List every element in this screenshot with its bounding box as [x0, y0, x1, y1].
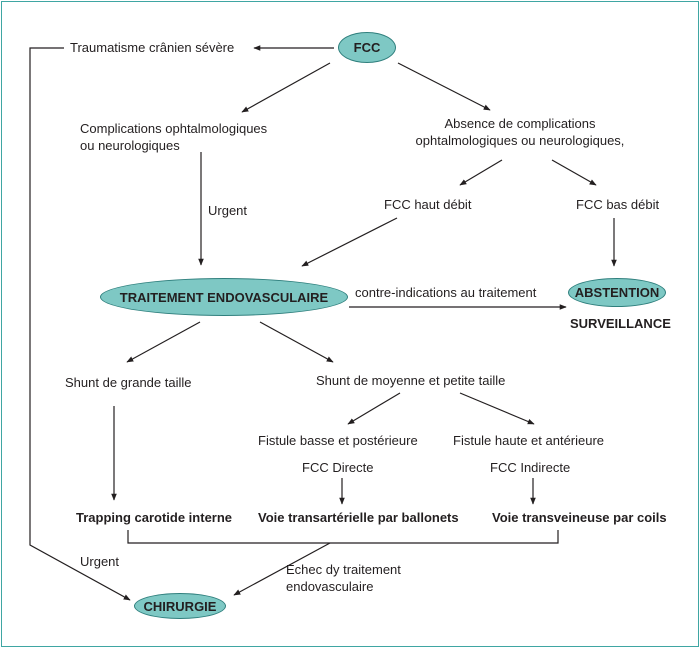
node-fistule-haute: Fistule haute et antérieure — [453, 433, 605, 448]
arrow-shunt-to-fistule-haute — [459, 392, 535, 425]
node-shunt-moyenne-petite-taille: Shunt de moyenne et petite taille — [316, 373, 506, 388]
node-complications: Complications ophtalmologiques ou neurol… — [80, 121, 268, 153]
node-chirurgie: CHIRURGIE — [134, 593, 226, 619]
arrow-absence-to-haut — [459, 159, 503, 186]
arrow-traitement-to-shunt-moyenne — [259, 321, 334, 363]
node-fcc-haut-debit: FCC haut débit — [384, 197, 472, 212]
node-abstention: ABSTENTION — [568, 278, 666, 307]
arrow-traitement-to-shunt-grande — [126, 321, 201, 363]
arrow-trauma-to-chirurgie — [29, 47, 131, 601]
node-surveillance: SURVEILLANCE — [570, 316, 671, 331]
node-voie-transarterielle: Voie transartérielle par ballonets — [258, 510, 459, 525]
arrow-echec-to-chirurgie — [233, 542, 331, 596]
node-voie-transveineuse: Voie transveineuse par coils — [492, 510, 667, 525]
bracket-bottom-row — [127, 530, 559, 544]
node-shunt-grande-taille: Shunt de grande taille — [65, 375, 192, 390]
label-echec-traitement: Echec dy traitement endovasculaire — [286, 562, 401, 594]
label-urgent-1: Urgent — [208, 203, 248, 218]
node-fcc-indirecte: FCC Indirecte — [490, 460, 571, 475]
arrow-shunt-to-fistule-basse — [347, 392, 401, 425]
label-urgent-2: Urgent — [80, 554, 120, 569]
node-absence-complications: Absence de complications ophtalmologique… — [415, 116, 625, 148]
node-trapping-carotide: Trapping carotide interne — [76, 510, 233, 525]
node-traumatisme: Traumatisme crânien sévère — [70, 40, 235, 55]
label-contre-indications: contre-indications au traitement — [355, 285, 537, 300]
node-fcc-directe: FCC Directe — [302, 460, 374, 475]
node-fcc: FCC — [338, 32, 396, 63]
node-traitement-endovasculaire: TRAITEMENT ENDOVASCULAIRE — [100, 278, 348, 316]
arrow-fcc-to-absence — [397, 62, 491, 111]
arrow-absence-to-bas — [551, 159, 597, 186]
node-fistule-basse: Fistule basse et postérieure — [258, 433, 418, 448]
arrow-fcc-to-complications — [241, 62, 331, 113]
arrow-haut-to-traitement — [301, 217, 398, 267]
node-fcc-bas-debit: FCC bas débit — [576, 197, 660, 212]
